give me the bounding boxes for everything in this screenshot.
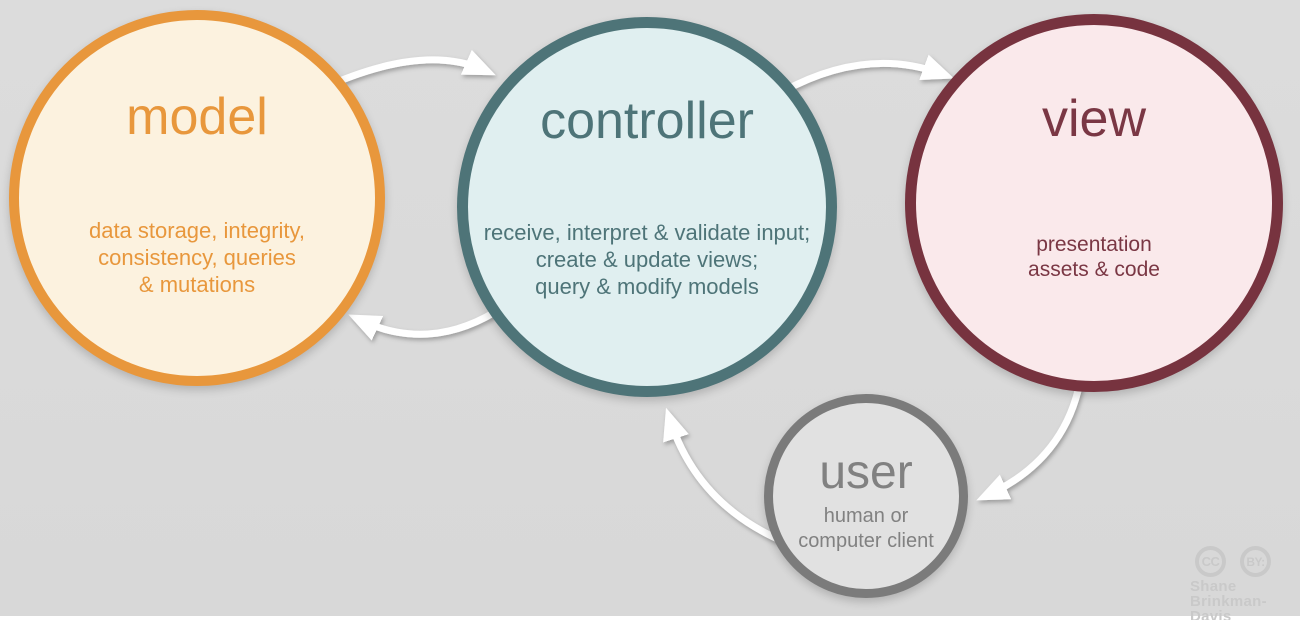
arrow-view-to-user <box>976 378 1084 501</box>
view-title: view <box>1041 90 1147 148</box>
model-description: data storage, integrity, consistency, qu… <box>88 218 306 297</box>
cc-icon: CC <box>1195 546 1226 577</box>
view-description: presentation assets & code <box>1028 233 1160 281</box>
controller-node: controller receive, interpret & validate… <box>457 17 837 397</box>
cc-by-icon: BY: <box>1240 546 1271 577</box>
user-title: user <box>819 446 913 499</box>
controller-title: controller <box>540 92 754 150</box>
controller-description: receive, interpret & validate input; cre… <box>483 220 811 299</box>
arrow-controller-to-view <box>778 54 955 96</box>
bottom-strip <box>0 616 1300 620</box>
arrow-user-to-controller <box>663 407 784 544</box>
user-description: human or computer client <box>798 505 934 552</box>
view-node: view presentation assets & code <box>905 14 1283 392</box>
arrow-controller-to-model <box>348 308 499 341</box>
model-title: model <box>126 88 268 146</box>
model-node: model data storage, integrity, consisten… <box>9 10 385 386</box>
arrow-model-to-controller <box>326 49 496 89</box>
author-credit: Shane Brinkman-Davis <box>1190 578 1267 620</box>
user-node: user human or computer client <box>764 394 968 598</box>
